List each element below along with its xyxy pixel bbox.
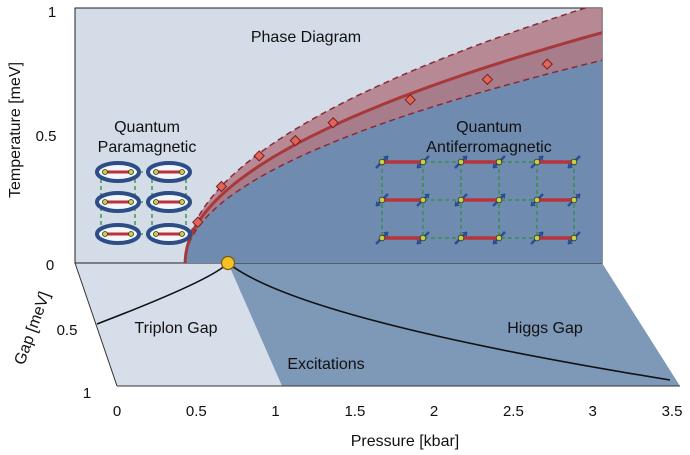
spin-arrow-1: [375, 155, 389, 169]
spin-arrow-7: [375, 193, 389, 207]
antiferromagnetic-label-line1: Quantum: [456, 119, 522, 136]
spin-arrow-17: [530, 231, 544, 245]
spin-arrow-5: [530, 155, 544, 169]
antiferromagnetic-region: [185, 32, 602, 263]
quantum-critical-point: [220, 255, 236, 271]
paramagnetic-label-line2: Paramagnetic: [98, 139, 197, 156]
gap-floor-ordered: [228, 263, 680, 386]
dimer-site-3a: [102, 199, 108, 205]
data-marker-3: [253, 150, 265, 162]
dimer-site-5a: [102, 231, 108, 237]
spin-arrow-9: [454, 193, 468, 207]
temperature-tick-0.5: 0.5: [36, 128, 57, 145]
pressure-tick-2.5: 2.5: [503, 403, 524, 420]
data-marker-2: [215, 180, 228, 193]
data-marker-4: [289, 134, 302, 147]
dimer-site-6b: [179, 231, 185, 237]
antiferromagnetic-label-line2: Antiferromagnetic: [426, 139, 551, 156]
dimer-lattice-icon: [95, 161, 192, 245]
triplon-gap-label: Triplon Gap: [135, 320, 218, 337]
pressure-tick-1.5: 1.5: [344, 403, 365, 420]
dimer-site-4b: [179, 199, 185, 205]
spin-arrow-11: [530, 193, 544, 207]
excitations-label: Excitations: [287, 356, 364, 373]
dimer-site-2b: [179, 169, 185, 175]
spin-arrow-6: [567, 155, 581, 169]
spin-arrow-3: [454, 155, 468, 169]
temperature-tick-1: 1: [48, 4, 56, 21]
critical-fluctuation-band: [185, 8, 602, 263]
spin-arrow-2: [416, 155, 430, 169]
dimer-site-1a: [102, 169, 108, 175]
spin-arrow-12: [567, 193, 581, 207]
gap-tick-1: 1: [83, 385, 91, 402]
spin-arrow-15: [454, 231, 468, 245]
higgs-gap-label: Higgs Gap: [507, 320, 583, 337]
band-upper-edge: [184, 8, 588, 263]
data-markers: [192, 58, 553, 228]
gap-floor-paramagnetic: [75, 263, 282, 386]
pressure-tick-labels: 0 0.5 1 1.5 2 2.5 3 3.5: [113, 403, 683, 420]
data-marker-6: [404, 94, 416, 106]
higgs-gap-curve: [227, 262, 671, 381]
spin-arrow-14: [416, 231, 430, 245]
pressure-tick-1: 1: [271, 403, 279, 420]
spin-arrow-18: [567, 231, 581, 245]
data-marker-7: [481, 73, 494, 86]
dimer-site-3b: [128, 199, 134, 205]
gap-axis-label: Gap [meV]: [12, 290, 54, 368]
spin-arrow-4: [492, 155, 506, 169]
spin-arrow-13: [375, 231, 389, 245]
temperature-axis-label: Temperature [meV]: [7, 62, 24, 198]
pressure-tick-2: 2: [430, 403, 438, 420]
spin-arrow-10: [492, 193, 506, 207]
floor-left-edge: [74, 262, 118, 387]
data-marker-8: [541, 58, 553, 70]
dimer-site-6a: [153, 231, 159, 237]
pressure-axis-label: Pressure [kbar]: [351, 433, 459, 450]
data-marker-5: [327, 117, 339, 129]
paramagnetic-label-line1: Quantum: [114, 119, 180, 136]
pressure-tick-0: 0: [113, 403, 121, 420]
data-marker-1: [192, 216, 204, 228]
pressure-tick-3.5: 3.5: [662, 403, 683, 420]
temperature-tick-0: 0: [46, 257, 54, 274]
dimer-site-4a: [153, 199, 159, 205]
dimer-site-2a: [153, 169, 159, 175]
spin-arrow-8: [416, 193, 430, 207]
dimer-site-5b: [128, 231, 134, 237]
spin-lattice-icon: [375, 155, 581, 245]
diagram-title: Phase Diagram: [251, 29, 361, 46]
dimer-site-1b: [128, 169, 134, 175]
pressure-tick-3: 3: [589, 403, 597, 420]
gap-tick-0.5: 0.5: [57, 322, 78, 339]
spin-arrow-16: [492, 231, 506, 245]
pressure-tick-0.5: 0.5: [186, 403, 207, 420]
